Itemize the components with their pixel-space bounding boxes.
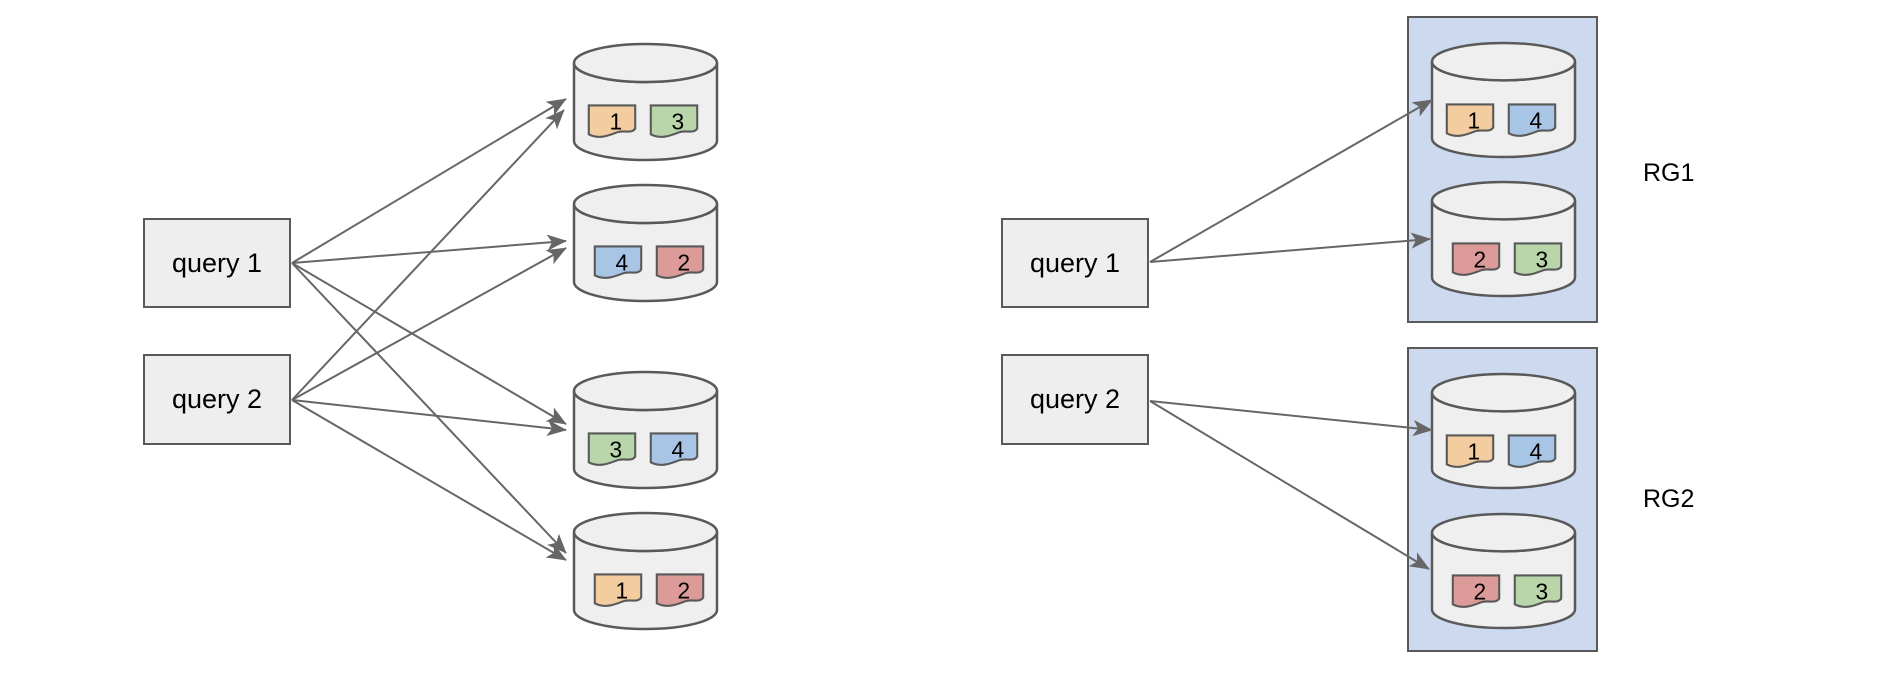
- left-querynode-3: 3 4: [572, 370, 719, 490]
- segment-number: 1: [615, 578, 628, 604]
- arrow-q2-node3: [291, 399, 567, 436]
- right-query-2-box: query 2: [1001, 354, 1149, 445]
- segment-number: 3: [1535, 579, 1548, 605]
- rg2-querynode-1: 1 4: [1430, 372, 1577, 490]
- document-shape: [1445, 103, 1495, 137]
- arrow-q2-node1: [291, 109, 565, 401]
- document-shape: [655, 245, 705, 279]
- rg1-querynode-2: 2 3: [1430, 180, 1577, 298]
- document-shape: [1513, 242, 1563, 276]
- segment-number: 1: [1467, 108, 1480, 134]
- left-query-2-box: query 2: [143, 354, 291, 445]
- document-shape: [1513, 574, 1563, 608]
- segment-number: 1: [609, 109, 622, 135]
- segment-number: 3: [671, 109, 684, 135]
- arrow-q1-rg1-node2: [1149, 232, 1431, 263]
- arrow-q1-node3: [291, 262, 567, 425]
- segment-doc: 1: [593, 573, 643, 607]
- segment-doc: 3: [1513, 242, 1563, 276]
- resource-group-1-label: RG1: [1643, 159, 1695, 187]
- arrow-q1-node4: [291, 262, 567, 554]
- segment-doc: 4: [593, 245, 643, 279]
- document-shape: [1507, 103, 1557, 137]
- segment-number: 4: [671, 437, 684, 463]
- database-cylinder-icon: [572, 183, 719, 303]
- database-cylinder-icon: [1430, 512, 1577, 630]
- document-shape: [1451, 242, 1501, 276]
- resource-group-2-label: RG2: [1643, 485, 1695, 513]
- document-shape: [649, 104, 699, 138]
- segment-doc: 1: [1445, 103, 1495, 137]
- segment-number: 4: [1529, 108, 1542, 134]
- segment-doc: 2: [1451, 242, 1501, 276]
- segment-number: 4: [615, 250, 628, 276]
- arrow-q2-rg2-node1: [1149, 400, 1433, 437]
- left-querynode-2: 4 2: [572, 183, 719, 303]
- segment-number: 2: [1473, 579, 1486, 605]
- right-query-1-box: query 1: [1001, 218, 1149, 308]
- segment-number: 2: [1473, 247, 1486, 273]
- segment-doc: 1: [1445, 434, 1495, 468]
- document-shape: [655, 573, 705, 607]
- arrow-q2-node2: [291, 247, 567, 401]
- segment-number: 1: [1467, 439, 1480, 465]
- document-shape: [649, 432, 699, 466]
- segment-number: 3: [1535, 247, 1548, 273]
- segment-number: 2: [677, 578, 690, 604]
- document-shape: [587, 104, 637, 138]
- arrow-q1-node2: [291, 234, 567, 264]
- database-cylinder-icon: [1430, 41, 1577, 159]
- rg2-querynode-2: 2 3: [1430, 512, 1577, 630]
- document-shape: [1507, 434, 1557, 468]
- document-shape: [593, 245, 643, 279]
- segment-doc: 2: [1451, 574, 1501, 608]
- segment-doc: 4: [1507, 103, 1557, 137]
- rg1-querynode-1: 1 4: [1430, 41, 1577, 159]
- database-cylinder-icon: [572, 511, 719, 631]
- segment-number: 4: [1529, 439, 1542, 465]
- database-cylinder-icon: [572, 370, 719, 490]
- left-query-2-label: query 2: [171, 384, 263, 414]
- document-shape: [593, 573, 643, 607]
- left-query-1-label: query 1: [171, 247, 263, 278]
- left-querynode-4: 1 2: [572, 511, 719, 631]
- left-querynode-1: 1 3: [572, 42, 719, 162]
- database-cylinder-icon: [1430, 372, 1577, 490]
- segment-number: 2: [677, 250, 690, 276]
- document-shape: [1445, 434, 1495, 468]
- segment-doc: 1: [587, 104, 637, 138]
- arrow-q1-rg1-node1: [1149, 99, 1433, 263]
- segment-doc: 4: [649, 432, 699, 466]
- segment-doc: 2: [655, 245, 705, 279]
- arrow-q2-node4: [291, 399, 567, 561]
- segment-doc: 3: [1513, 574, 1563, 608]
- arrow-q1-node1: [291, 98, 567, 264]
- segment-number: 3: [609, 437, 622, 463]
- database-cylinder-icon: [572, 42, 719, 162]
- document-shape: [587, 432, 637, 466]
- database-cylinder-icon: [1430, 180, 1577, 298]
- right-query-1-label: query 1: [1029, 247, 1121, 278]
- arrow-q2-rg2-node2: [1149, 400, 1430, 570]
- segment-doc: 2: [655, 573, 705, 607]
- right-query-2-label: query 2: [1029, 384, 1121, 414]
- segment-doc: 4: [1507, 434, 1557, 468]
- left-query-1-box: query 1: [143, 218, 291, 308]
- segment-doc: 3: [587, 432, 637, 466]
- segment-doc: 3: [649, 104, 699, 138]
- document-shape: [1451, 574, 1501, 608]
